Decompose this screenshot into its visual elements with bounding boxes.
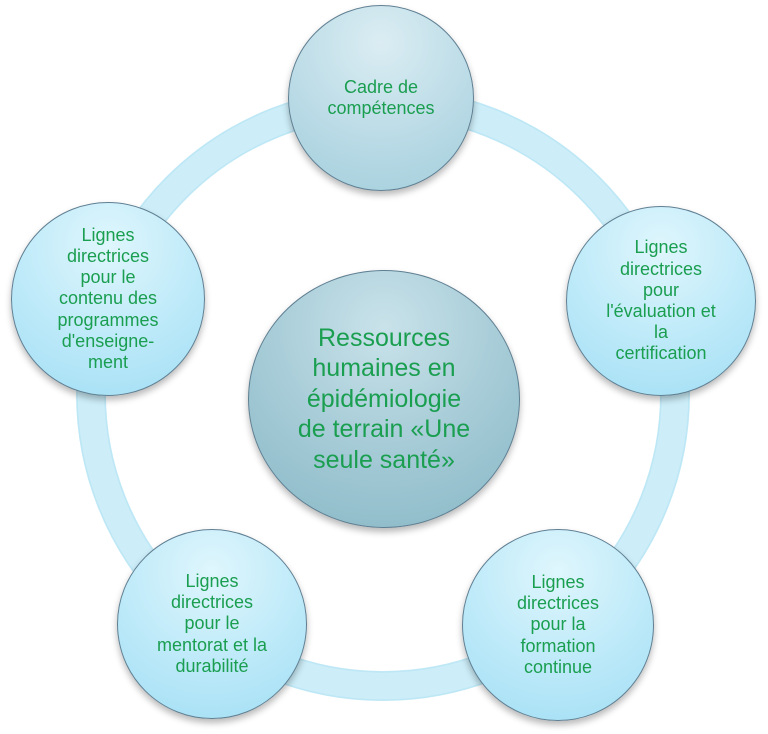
node-mentoring-sustainability: Lignes directrices pour le mentorat et l… xyxy=(117,529,307,719)
node-evaluation-certification: Lignes directrices pour l'évaluation et … xyxy=(566,206,756,396)
node-continuing-education: Lignes directrices pour la formation con… xyxy=(462,529,654,721)
node-curriculum-content-label: Lignes directrices pour le contenu des p… xyxy=(57,224,159,373)
node-mentoring-sustainability-label: Lignes directrices pour le mentorat et l… xyxy=(156,570,268,676)
node-curriculum-content: Lignes directrices pour le contenu des p… xyxy=(11,202,205,396)
node-evaluation-certification-label: Lignes directrices pour l'évaluation et … xyxy=(606,237,716,364)
node-competency-framework: Cadre de compétences xyxy=(288,5,474,191)
center-node: Ressources humaines en épidémiologie de … xyxy=(248,270,520,528)
center-node-label: Ressources humaines en épidémiologie de … xyxy=(297,323,471,474)
node-continuing-education-label: Lignes directrices pour la formation con… xyxy=(516,571,600,677)
node-competency-framework-label: Cadre de compétences xyxy=(327,76,435,118)
